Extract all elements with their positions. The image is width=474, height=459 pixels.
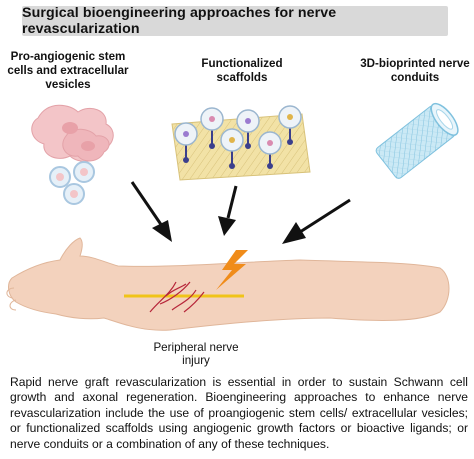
title-text: Surgical bioengineering approaches for n… (22, 5, 337, 37)
functionalized-scaffold-illustration (171, 105, 311, 181)
stem-cells-label: Pro-angiogenic stem cells and extracellu… (7, 50, 129, 91)
conduits-label: 3D-bioprinted nerve conduits (360, 57, 470, 84)
figure-caption: Rapid nerve graft revascularization is e… (10, 375, 468, 451)
receptor-ligand-icon (236, 109, 260, 149)
arrow-icon (218, 185, 238, 236)
arrow-icon (282, 198, 351, 244)
arrow-icon (130, 181, 172, 242)
injury-label: Peripheral nerve injury (153, 341, 239, 367)
arm-illustration (6, 237, 450, 331)
scaffolds-label: Functionalized scaffolds (201, 57, 283, 84)
receptor-ligand-icon (278, 105, 302, 145)
stem-cells-illustration (31, 104, 114, 205)
receptor-ligand-icon (174, 122, 198, 163)
nerve-conduit-illustration (375, 102, 459, 179)
arm-shape (8, 237, 450, 331)
lightning-icon (216, 250, 248, 290)
extracellular-vesicle-icon (73, 161, 95, 183)
receptor-ligand-icon (258, 131, 282, 169)
diagram-title: Surgical bioengineering approaches for n… (22, 5, 448, 37)
receptor-ligand-icon (220, 128, 244, 169)
finger-shape (9, 299, 17, 311)
extracellular-vesicle-icon (49, 166, 71, 188)
blood-vessels (149, 281, 205, 313)
receptor-ligand-icon (200, 107, 224, 149)
finger-shape (6, 287, 15, 299)
extracellular-vesicle-icon (63, 183, 85, 205)
